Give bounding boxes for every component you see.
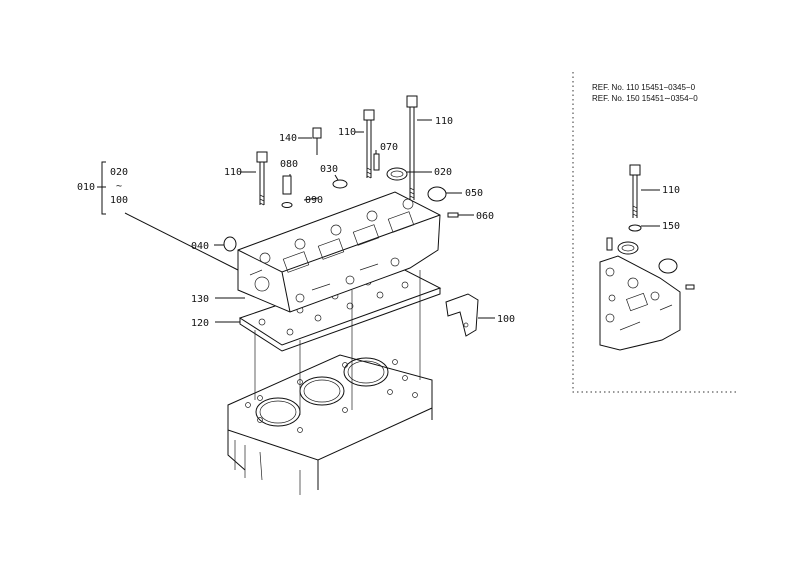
callout-120: 120 — [191, 318, 209, 329]
inset-washer-150 — [628, 224, 642, 232]
cylinder-head-drawing — [237, 191, 441, 313]
inset-panel: REF. No. 110 15451−0345−0 REF. No. 150 1… — [572, 72, 736, 393]
callout-010: 010 — [77, 182, 95, 193]
inset-bolt-110 — [629, 164, 641, 218]
bolt-110-middle — [363, 109, 375, 179]
part-100-bracket — [445, 293, 479, 337]
callout-060: 060 — [476, 211, 494, 222]
inset-callout-110: 110 — [662, 185, 680, 196]
callout-080: 080 — [280, 159, 298, 170]
part-140 — [312, 127, 322, 155]
callout-100-range-end: 100 — [110, 195, 128, 206]
assembly-guide-lines — [254, 270, 421, 415]
callout-020: 020 — [434, 167, 452, 178]
part-040 — [223, 236, 237, 252]
callout-070: 070 — [380, 142, 398, 153]
part-030 — [332, 179, 348, 189]
callout-110-right: 110 — [435, 116, 453, 127]
ref-note-150: REF. No. 150 15451∼0354−0 — [592, 94, 698, 103]
callout-050: 050 — [465, 188, 483, 199]
callout-100: 100 — [497, 314, 515, 325]
callout-range-tilde: ~ — [116, 181, 122, 192]
ref-note-110: REF. No. 110 15451−0345−0 — [592, 83, 696, 92]
callout-110-left: 110 — [224, 167, 242, 178]
part-060 — [447, 212, 459, 218]
callout-030: 030 — [320, 164, 338, 175]
callout-110-middle: 110 — [338, 127, 356, 138]
callout-140: 140 — [279, 133, 297, 144]
part-020 — [386, 167, 408, 181]
cylinder-block-drawing — [227, 354, 433, 495]
part-070 — [373, 153, 380, 171]
inset-callout-150: 150 — [662, 221, 680, 232]
callout-130: 130 — [191, 294, 209, 305]
callout-090: 090 — [305, 195, 323, 206]
part-080 — [281, 175, 293, 208]
callout-040: 040 — [191, 241, 209, 252]
part-050 — [427, 186, 447, 202]
bolt-110-right — [406, 95, 418, 200]
callout-020-range-start: 020 — [110, 167, 128, 178]
bolt-110-left — [256, 151, 268, 206]
leader-lines — [97, 119, 495, 323]
